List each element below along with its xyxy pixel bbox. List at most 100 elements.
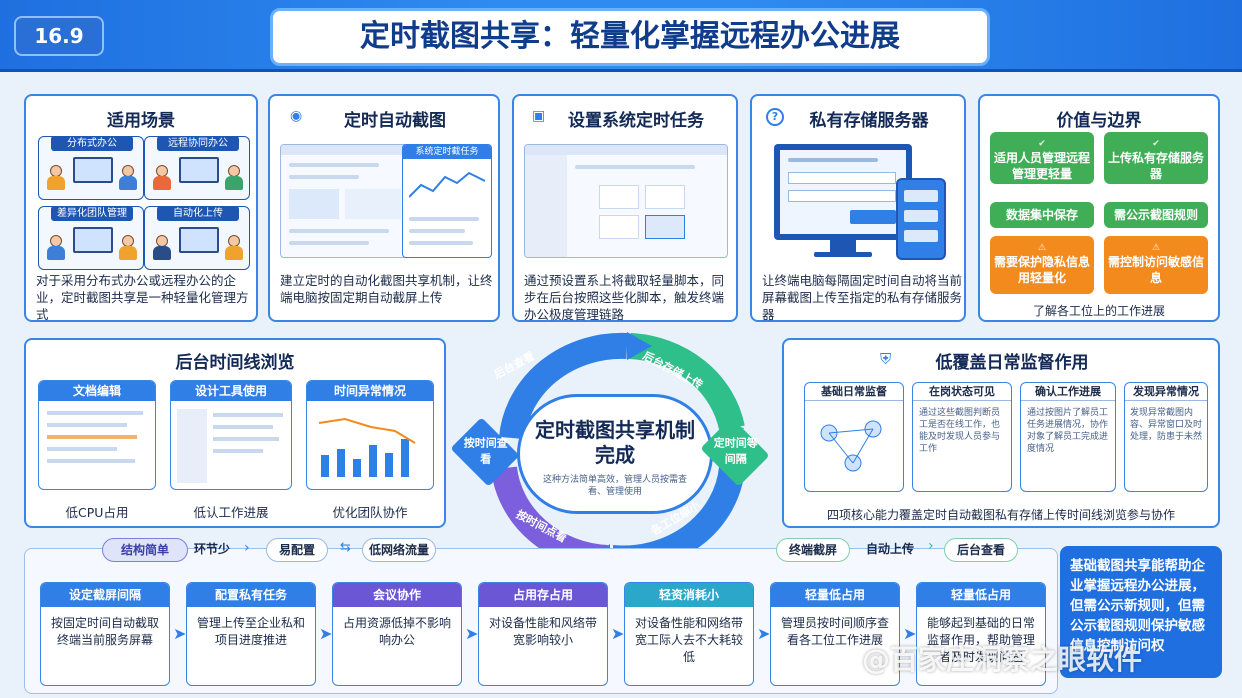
value-tile: 需公示截图规则 [1104, 202, 1208, 228]
monitoring-title: 低覆盖日常监督作用 [935, 353, 1089, 373]
person-icon [47, 235, 65, 261]
timeline-card: 设计工具使用 [170, 380, 292, 490]
activity-chart [318, 417, 416, 477]
cycle-center-sub: 这种方法简单高效，管理人员按需查看、管理使用 [542, 475, 687, 497]
check-icon: ✔ [1038, 139, 1046, 149]
storage-desc: 让终端电脑每隔固定时间自动将当前屏幕截图上传至指定的私有存储服务器 [762, 273, 963, 322]
scene-tag: 差异化团队管理 [51, 206, 133, 221]
monitor-icon [179, 227, 219, 253]
person-icon [225, 165, 243, 191]
timeline-panel: 后台时间线浏览 文档编辑 设计工具使用 时间异常情况 低CPU占用 低认工作进展… [24, 338, 446, 528]
step-card: 轻量低占用 能够起到基础的日常监督作用，帮助管理者及时发现问题 [916, 582, 1046, 686]
shield-icon: ⛨ [880, 350, 892, 368]
storage-title: 私有存储服务器 [809, 111, 929, 131]
task-title: 设置系统定时任务 [568, 111, 704, 131]
help-icon: ? [766, 108, 784, 126]
scheduler-screenshot [524, 144, 728, 258]
person-icon [153, 165, 171, 191]
step-head: 轻量低占用 [771, 583, 899, 607]
version-badge: 16.9 [14, 16, 104, 56]
step-card: 轻量低占用 管理员按时间顺序查看各工位工作进展 [770, 582, 900, 686]
step-head: 占用存占用 [479, 583, 607, 607]
step-card: 轻资消耗小 对设备性能和网络带宽工际人去不大耗较低 [624, 582, 754, 686]
step-head: 设定截屏间隔 [41, 583, 169, 607]
arrow-right-icon: ➤ [319, 624, 333, 643]
monitor-icon [73, 227, 113, 253]
value-title: 价值与边界 [1056, 111, 1142, 131]
arrow-right-icon: ➤ [903, 624, 917, 643]
mini-chart [409, 171, 485, 198]
chevron-right-icon: › [928, 538, 934, 554]
chevron-right-icon: › [244, 540, 250, 556]
value-tile: ✔上传私有存储服务器 [1104, 132, 1208, 184]
person-icon [225, 235, 243, 261]
scene-thumb: 远程协同办公 [144, 136, 250, 200]
timeline-card-head: 设计工具使用 [171, 381, 291, 401]
monitor-card-body: 通过这些截图判断员工是否在线工作，也能及时发现人员参与工作 [919, 408, 1001, 454]
timeline-card-head: 文档编辑 [39, 381, 155, 401]
value-tile: ✔适用人员管理远程管理更轻量 [990, 132, 1094, 184]
warning-icon: ⚠ [1037, 243, 1047, 253]
person-icon [119, 235, 137, 261]
page-title: 定时截图共享：轻量化掌握远程办公进展 [270, 8, 990, 66]
boundary-tile: ⚠需要保护隐私信息用轻量化 [990, 236, 1094, 294]
popup-title: 系统定时截任务 [403, 145, 491, 159]
monitor-card: 在岗状态可见 通过这些截图判断员工是否在线工作，也能及时发现人员参与工作 [912, 382, 1012, 492]
timeline-caption: 低CPU占用 [65, 505, 129, 520]
camera-icon: ◉ [290, 108, 303, 124]
scene-tag: 分布式办公 [51, 136, 133, 151]
monitor-card-body: 通过按图片了解员工任务进展情况，协作对象了解员工完成进度情况 [1027, 408, 1109, 454]
scene-thumb: 差异化团队管理 [38, 206, 144, 270]
auto-capture-desc: 建立定时的自动化截图共享机制，让终端电脑按固定期自动截屏上传 [280, 273, 493, 305]
server-icon [896, 178, 946, 260]
step-body: 对设备性能和网络带宽工际人去不大耗较低 [634, 616, 743, 664]
auto-capture-panel: ◉ 定时自动截图 系统定时截任务 建立定时的自动化截图共享机制，让终端电脑按固定… [268, 94, 500, 322]
monitor-card-head: 确认工作进展 [1021, 383, 1115, 401]
flow-chip: 后台查看 [944, 538, 1018, 562]
scene-tag: 远程协同办公 [157, 136, 239, 151]
step-body: 占用资源低掉不影响响办公 [342, 616, 451, 647]
scenarios-panel: 适用场景 分布式办公 远程协同办公 差异化团队管理 自动化上传 对于采用分布式办… [24, 94, 258, 322]
timeline-title: 后台时间线浏览 [175, 353, 295, 373]
timeline-card-head: 时间异常情况 [307, 381, 433, 401]
boundary-tile: ⚠需控制访问敏感信息 [1104, 236, 1208, 294]
desktop-screenshot [280, 144, 410, 258]
scenarios-title: 适用场景 [107, 111, 175, 131]
scene-thumb: 自动化上传 [144, 206, 250, 270]
flow-text: 自动上传 [866, 542, 915, 556]
scenarios-desc: 对于采用分布式办公或远程办公的企业，定时截图共享是一种轻量化管理方式 [36, 273, 249, 322]
step-card: 设定截屏间隔 按固定时间自动截取终端当前服务屏幕 [40, 582, 170, 686]
feature-chip: 结构简单 [102, 538, 188, 562]
auto-capture-title: 定时自动截图 [344, 111, 446, 131]
arrow-right-icon: ➤ [465, 624, 479, 643]
step-card: 配置私有任务 管理上传至企业私和项目进度推进 [186, 582, 316, 686]
network-icon: ⇆ [340, 540, 351, 555]
summary-box: 基础截图共享能帮助企业掌握远程办公进展，但需公示新规则，但需公示截图规则保护敏感… [1060, 546, 1222, 678]
feature-text: 环节少 [194, 542, 231, 556]
check-icon: ✔ [1152, 139, 1160, 149]
monitoring-panel: ⛨ 低覆盖日常监督作用 基础日常监督 在岗状态可见 通过这些截图判断员工是否在线… [782, 338, 1220, 528]
cycle-center-title: 定时截图共享机制完成 [535, 418, 695, 467]
storage-panel: ? 私有存储服务器 让终端电脑每隔固定时间自动将当前屏幕截图上传至指定的私有存储… [750, 94, 966, 322]
monitor-card-head: 基础日常监督 [805, 383, 903, 401]
monitor-icon [73, 157, 113, 183]
step-body: 对设备性能和风络带宽影响较小 [488, 616, 597, 647]
value-footer: 了解各工位上的工作进展 [1032, 304, 1165, 318]
person-icon [153, 235, 171, 261]
step-body: 管理上传至企业私和项目进度推进 [196, 616, 305, 647]
person-icon [47, 165, 65, 191]
feature-chip: 低网络流量 [362, 538, 436, 562]
task-panel: ▣ 设置系统定时任务 通过预设置系上将截取轻量脚本，同步在后台按照这些化脚本，触… [512, 94, 738, 322]
step-card: 会议协作 占用资源低掉不影响响办公 [332, 582, 462, 686]
task-desc: 通过预设置系上将截取轻量脚本，同步在后台按照这些化脚本，触发终端办公极度管理链路 [524, 273, 725, 322]
lock-icon: ▣ [532, 108, 546, 124]
person-icon [119, 165, 137, 191]
network-icon [820, 420, 882, 472]
arrow-right-icon: ➤ [611, 624, 625, 643]
scene-thumb: 分布式办公 [38, 136, 144, 200]
monitor-card: 基础日常监督 [804, 382, 904, 492]
monitor-icon [774, 144, 912, 240]
task-popup: 系统定时截任务 [402, 144, 492, 258]
step-body: 管理员按时间顺序查看各工位工作进展 [780, 616, 889, 647]
step-body: 按固定时间自动截取终端当前服务屏幕 [50, 616, 159, 647]
